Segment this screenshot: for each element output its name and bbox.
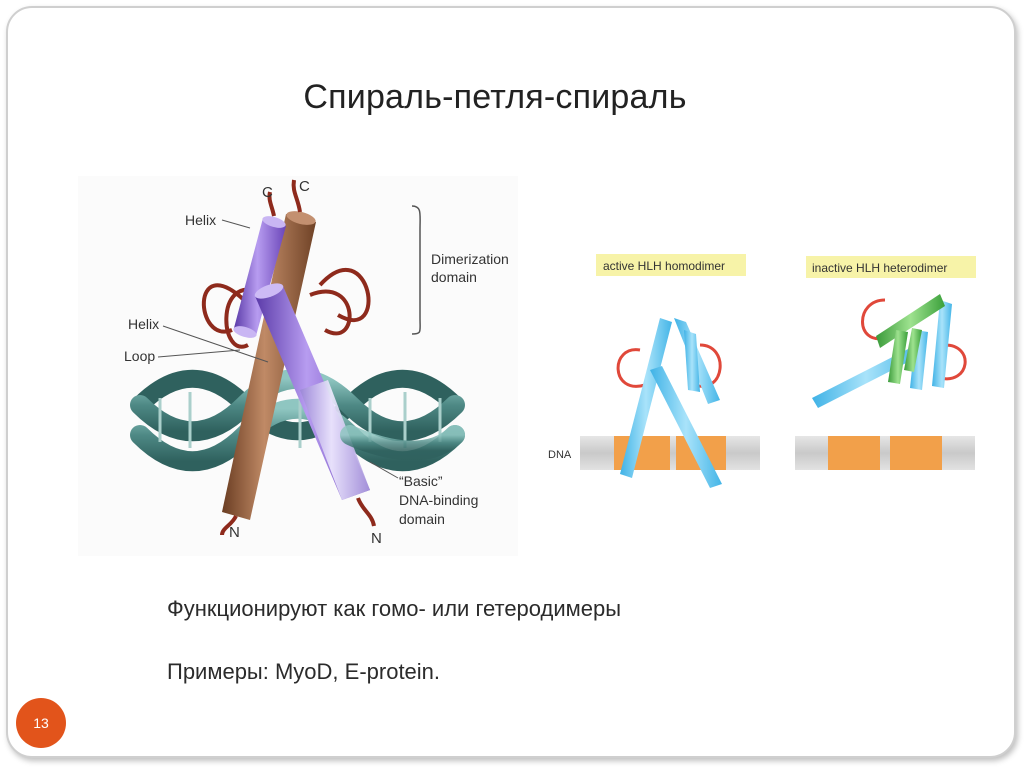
label-leader-lines xyxy=(157,219,399,479)
inactive-tag-background xyxy=(806,256,976,278)
dimerization-bracket xyxy=(411,205,421,335)
body-text-function: Функционируют как гомо- или гетеродимеры xyxy=(167,596,622,621)
c-terminus-label-1: C xyxy=(262,184,273,201)
dimerization-label-line2: domain xyxy=(431,269,477,285)
basic-label-line2: DNA-binding xyxy=(399,492,478,508)
inactive-heterodimer-diagram: inactive HLH heterodimer xyxy=(795,256,976,470)
c-terminus-label-2: C xyxy=(299,178,310,195)
basic-label-line3: domain xyxy=(399,511,445,527)
helix-label-mid: Helix xyxy=(128,316,159,332)
active-homodimer-diagram: active HLH homodimer DNA xyxy=(548,254,760,488)
dna-site-inactive-2 xyxy=(890,436,942,470)
brown-helix xyxy=(220,179,316,536)
n-terminus-label-1: N xyxy=(229,524,240,541)
purple-top-helix xyxy=(233,191,286,338)
page-number-badge: 13 xyxy=(16,698,66,748)
helix-label-top: Helix xyxy=(185,212,216,228)
slide-title: Спираль-петля-спираль xyxy=(303,78,687,116)
dimerization-label-line1: Dimerization xyxy=(431,251,509,267)
n-terminus-label-2: N xyxy=(371,530,382,547)
dna-bar-inactive xyxy=(795,436,975,470)
purple-long-helix xyxy=(254,283,376,527)
inactive-heterodimer-label: inactive HLH heterodimer xyxy=(812,261,947,275)
body-text-examples: Примеры: MyoD, E-protein. xyxy=(167,659,441,684)
active-tag-background xyxy=(596,254,746,276)
left-hlh-diagram: C C Helix Helix Loop Dimerization domain… xyxy=(78,176,518,556)
active-homodimer-label: active HLH homodimer xyxy=(603,259,725,273)
basic-label-line1: “Basic” xyxy=(399,473,443,489)
dna-label: DNA xyxy=(548,449,572,461)
loop-label: Loop xyxy=(124,348,155,364)
dna-site-inactive-1 xyxy=(828,436,880,470)
